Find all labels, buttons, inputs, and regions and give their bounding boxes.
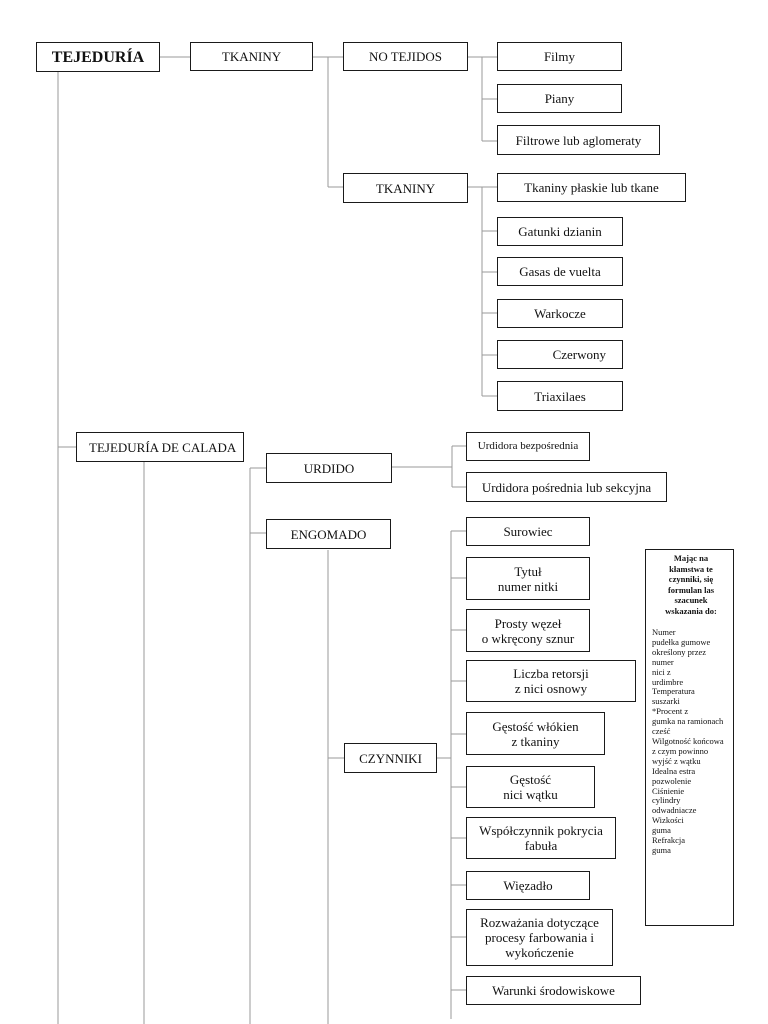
tkaniny-item: Triaxilaes xyxy=(497,381,623,411)
tkaniny-item: Gasas de vuelta xyxy=(497,257,623,286)
urdido-item: Urdidora bezpośrednia xyxy=(466,432,590,461)
side-note-line: numer xyxy=(652,656,674,667)
side-note-line: urdimbre xyxy=(652,676,684,687)
tkaniny-item: Warkocze xyxy=(497,299,623,328)
side-note-line: określony przez xyxy=(652,646,707,657)
side-note-line: wyjść z wątku xyxy=(652,755,701,766)
urdido-node: URDIDO xyxy=(266,453,392,483)
side-note-line: guma xyxy=(652,844,671,855)
side-note-line: Ciśnienie xyxy=(652,785,685,796)
tkaniny-item: Gatunki dzianin xyxy=(497,217,623,246)
no-tejidos-item: Filmy xyxy=(497,42,622,71)
urdido-item: Urdidora pośrednia lub sekcyjna xyxy=(466,472,667,502)
root-node: TEJEDURÍA xyxy=(36,42,160,72)
side-note-line: Wizkości xyxy=(652,815,684,826)
side-note-heading: Mając na kłamstwa te czynniki, się formu… xyxy=(665,553,717,616)
side-note-line: nici z xyxy=(652,666,671,677)
czynnik-item: Prosty węzeł o wkręcony sznur xyxy=(466,609,590,652)
side-note-line: Idealna estra xyxy=(652,765,696,776)
czynnik-item: Warunki środowiskowe xyxy=(466,976,641,1005)
side-note-line: *Procent z xyxy=(652,706,689,717)
side-note: Mając na kłamstwa te czynniki, się formu… xyxy=(645,549,734,926)
czynnik-item: Gęstość włókien z tkaniny xyxy=(466,712,605,755)
czynniki-node: CZYNNIKI xyxy=(344,743,437,773)
czynnik-item: Liczba retorsji z nici osnowy xyxy=(466,660,636,702)
side-note-line: suszarki xyxy=(652,696,680,707)
side-note-line: Refrakcja xyxy=(652,835,686,846)
czynnik-item: Gęstość nici wątku xyxy=(466,766,595,808)
czynnik-item: Tytuł numer nitki xyxy=(466,557,590,600)
no-tejidos-node: NO TEJIDOS xyxy=(343,42,468,71)
czynnik-item: Współczynnik pokrycia fabuła xyxy=(466,817,616,859)
tkaniny-item: Tkaniny płaskie lub tkane xyxy=(497,173,686,202)
side-note-line: cześć xyxy=(652,726,671,737)
side-note-line: odwadniacze xyxy=(652,805,697,816)
side-note-line: Wilgotność końcowa xyxy=(652,735,724,746)
czynnik-item: Więzadło xyxy=(466,871,590,900)
czynnik-item: Rozważania dotyczące procesy farbowania … xyxy=(466,909,613,966)
side-note-line: pudełka gumowe xyxy=(652,636,711,647)
engomado-node: ENGOMADO xyxy=(266,519,391,549)
calada-node: TEJEDURÍA DE CALADA xyxy=(76,432,244,462)
no-tejidos-item: Filtrowe lub aglomeraty xyxy=(497,125,660,155)
side-note-line: z czym powinno xyxy=(652,745,709,756)
side-note-line: Temperatura xyxy=(652,686,695,697)
no-tejidos-item: Piany xyxy=(497,84,622,113)
side-note-line: guma xyxy=(652,825,671,836)
tkaniny-top-node: TKANINY xyxy=(190,42,313,71)
side-note-line: cylindry xyxy=(652,795,681,806)
tkaniny-item: Czerwony xyxy=(497,340,623,369)
side-note-line: pozwolenie xyxy=(652,775,692,786)
czynnik-item: Surowiec xyxy=(466,517,590,546)
side-note-line: Numer xyxy=(652,627,676,637)
tkaniny-node: TKANINY xyxy=(343,173,468,203)
side-note-line: gumka na ramionach xyxy=(652,716,724,727)
